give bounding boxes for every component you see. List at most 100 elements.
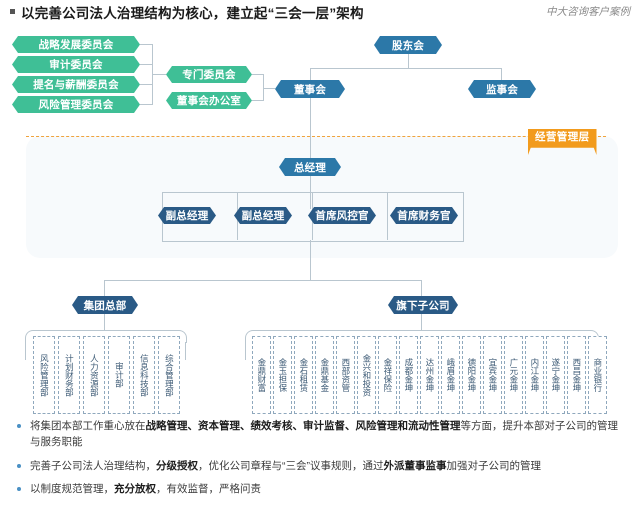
connector-split-bus <box>104 280 422 281</box>
note-text: 完善子公司法人治理结构，分级授权，优化公司章程与“三会”议事规则，通过外派董事监… <box>30 459 541 472</box>
subsidiary-label: 商业银行 <box>592 358 603 392</box>
org-chart: 经营管理层 战略发展委员会 审计委员会 提名与薪酬委员会 风险管理委员会 专门委… <box>0 26 640 416</box>
dept-label: 综合管理部 <box>164 353 175 397</box>
subsidiary-neijiang-jinkun[interactable]: 内江金坤 <box>525 336 544 414</box>
officer-deputy-gm-2[interactable]: 副总经理 <box>234 207 292 224</box>
node-shareholders-meeting[interactable]: 股东会 <box>374 36 442 54</box>
subsidiary-deyang-jinkun[interactable]: 德阳金坤 <box>462 336 481 414</box>
page-header: 以完善公司法人治理结构为核心，建立起“三会一层”架构 中大咨询客户案例 <box>0 0 640 26</box>
committee-audit[interactable]: 审计委员会 <box>12 56 140 73</box>
management-layer-panel <box>26 136 618 258</box>
subsidiary-label: 西部资管 <box>340 358 351 392</box>
subsidiary-jinding-fund[interactable]: 金鼎基金 <box>315 336 334 414</box>
dept-risk-management[interactable]: 风险管理部 <box>33 336 55 414</box>
connector-committee-4 <box>140 104 153 105</box>
subsidiary-label: 金祥保险 <box>382 358 393 392</box>
subsidiary-label: 宜宾金坤 <box>487 358 498 392</box>
bullet-dot-icon <box>17 424 21 428</box>
connector-to-headquarters <box>104 280 105 296</box>
subsidiary-label: 成都金坤 <box>403 358 414 392</box>
connector-committee-3 <box>140 84 153 85</box>
subsidiary-jinyu-guarantee[interactable]: 金玉担保 <box>273 336 292 414</box>
subsidiary-dazhou-jinkun[interactable]: 达州金坤 <box>420 336 439 414</box>
node-board-of-directors[interactable]: 董事会 <box>275 80 345 98</box>
node-general-manager[interactable]: 总经理 <box>279 158 341 176</box>
note-text: 将集团本部工作重心放在战略管理、资本管理、绩效考核、审计监督、风险管理和流动性管… <box>30 420 618 449</box>
hq-bracket <box>25 330 187 343</box>
connector-shareholders-bus <box>310 68 502 69</box>
connector-committee-1 <box>140 44 153 45</box>
subsidiary-label: 达州金坤 <box>424 358 435 392</box>
node-subsidiaries[interactable]: 旗下子公司 <box>388 296 458 314</box>
subsidiary-label: 金玉担保 <box>277 358 288 392</box>
connector-hub1-out <box>252 74 264 75</box>
dept-label: 风险管理部 <box>39 353 50 397</box>
note-item: 以制度规范管理，充分放权，有效监督，严格问责 <box>0 481 640 497</box>
connector-hub2-out <box>252 100 264 101</box>
subsidiary-label: 广元金坤 <box>508 358 519 392</box>
dept-label: 信息科技部 <box>139 353 150 397</box>
subsidiary-label: 德阳金坤 <box>466 358 477 392</box>
node-group-headquarters[interactable]: 集团总部 <box>72 296 138 314</box>
connector-to-board <box>310 68 311 80</box>
connector-officer-div-3 <box>387 192 388 240</box>
connector-hub-spine <box>263 74 264 101</box>
hq-bracket-left-drop <box>25 342 26 360</box>
bullet-dot-icon <box>17 486 21 491</box>
subsidiary-label: 西昌金坤 <box>571 358 582 392</box>
subsidiary-label: 金鼎基金 <box>319 358 330 392</box>
dept-audit[interactable]: 审计部 <box>108 336 130 414</box>
connector-sub-down <box>421 314 422 330</box>
officer-deputy-gm-1[interactable]: 副总经理 <box>158 207 216 224</box>
dept-information-technology[interactable]: 信息科技部 <box>133 336 155 414</box>
connector-committee-to-hub <box>152 74 166 75</box>
subsidiary-label: 内江金坤 <box>529 358 540 392</box>
connector-committee-2 <box>140 64 153 65</box>
subsidiary-commercial-bank[interactable]: 商业银行 <box>588 336 607 414</box>
subsidiary-suining-jinkun[interactable]: 遂宁金坤 <box>546 336 565 414</box>
connector-hub-to-board <box>263 88 275 89</box>
management-layer-divider <box>26 136 606 137</box>
dept-human-resources[interactable]: 人力资源部 <box>83 336 105 414</box>
connector-to-subsidiaries <box>421 280 422 296</box>
connector-gm-spine-down <box>310 240 311 280</box>
subsidiary-jinshi-leasing[interactable]: 金石租赁 <box>294 336 313 414</box>
node-board-of-supervisors[interactable]: 监事会 <box>468 80 536 98</box>
subsidiary-label: 金兴和投资 <box>361 353 372 397</box>
committee-nomination-compensation[interactable]: 提名与薪酬委员会 <box>12 76 140 93</box>
connector-hq-down <box>104 314 105 330</box>
dept-label: 计划财务部 <box>64 353 75 397</box>
subsidiary-western-asset-management[interactable]: 西部资管 <box>336 336 355 414</box>
subsidiary-jinxinghe-investment[interactable]: 金兴和投资 <box>357 336 376 414</box>
subsidiary-label: 金鼎财富 <box>256 358 267 392</box>
note-item: 完善子公司法人治理结构，分级授权，优化公司章程与“三会”议事规则，通过外派董事监… <box>0 458 640 474</box>
subsidiary-emei-jinkun[interactable]: 峨眉金坤 <box>441 336 460 414</box>
dept-planning-finance[interactable]: 计划财务部 <box>58 336 80 414</box>
subsidiary-label: 峨眉金坤 <box>445 358 456 392</box>
committee-risk-management[interactable]: 风险管理委员会 <box>12 96 140 113</box>
dept-label: 审计部 <box>114 362 125 388</box>
credit-label: 中大咨询客户案例 <box>546 7 630 18</box>
subsidiary-jinxiang-insurance[interactable]: 金祥保险 <box>378 336 397 414</box>
subsidiary-chengdu-jinkun[interactable]: 成都金坤 <box>399 336 418 414</box>
connector-board-to-gm <box>310 98 311 158</box>
subsidiary-label: 金石租赁 <box>298 358 309 392</box>
subsidiary-guangyuan-jinkun[interactable]: 广元金坤 <box>504 336 523 414</box>
connector-to-supervisors <box>501 68 502 80</box>
connector-shareholders-down <box>408 54 409 68</box>
officer-chief-financial[interactable]: 首席财务官 <box>390 207 458 224</box>
subsidiary-xichang-jinkun[interactable]: 西昌金坤 <box>567 336 586 414</box>
hub-board-office[interactable]: 董事会办公室 <box>166 92 252 109</box>
dept-label: 人力资源部 <box>89 353 100 397</box>
dept-general-administration[interactable]: 综合管理部 <box>158 336 180 414</box>
sub-bracket-left-drop <box>245 342 246 360</box>
committee-strategy[interactable]: 战略发展委员会 <box>12 36 140 53</box>
hub-special-committees[interactable]: 专门委员会 <box>166 66 252 83</box>
bullet-dot-icon <box>17 463 21 468</box>
officer-chief-risk[interactable]: 首席风控官 <box>308 207 376 224</box>
subsidiary-yibin-jinkun[interactable]: 宜宾金坤 <box>483 336 502 414</box>
subsidiary-label: 遂宁金坤 <box>550 358 561 392</box>
subsidiary-jinding-wealth[interactable]: 金鼎财富 <box>252 336 271 414</box>
note-item: 将集团本部工作重心放在战略管理、资本管理、绩效考核、审计监督、风险管理和流动性管… <box>0 418 640 451</box>
notes-list: 将集团本部工作重心放在战略管理、资本管理、绩效考核、审计监督、风险管理和流动性管… <box>0 418 640 504</box>
